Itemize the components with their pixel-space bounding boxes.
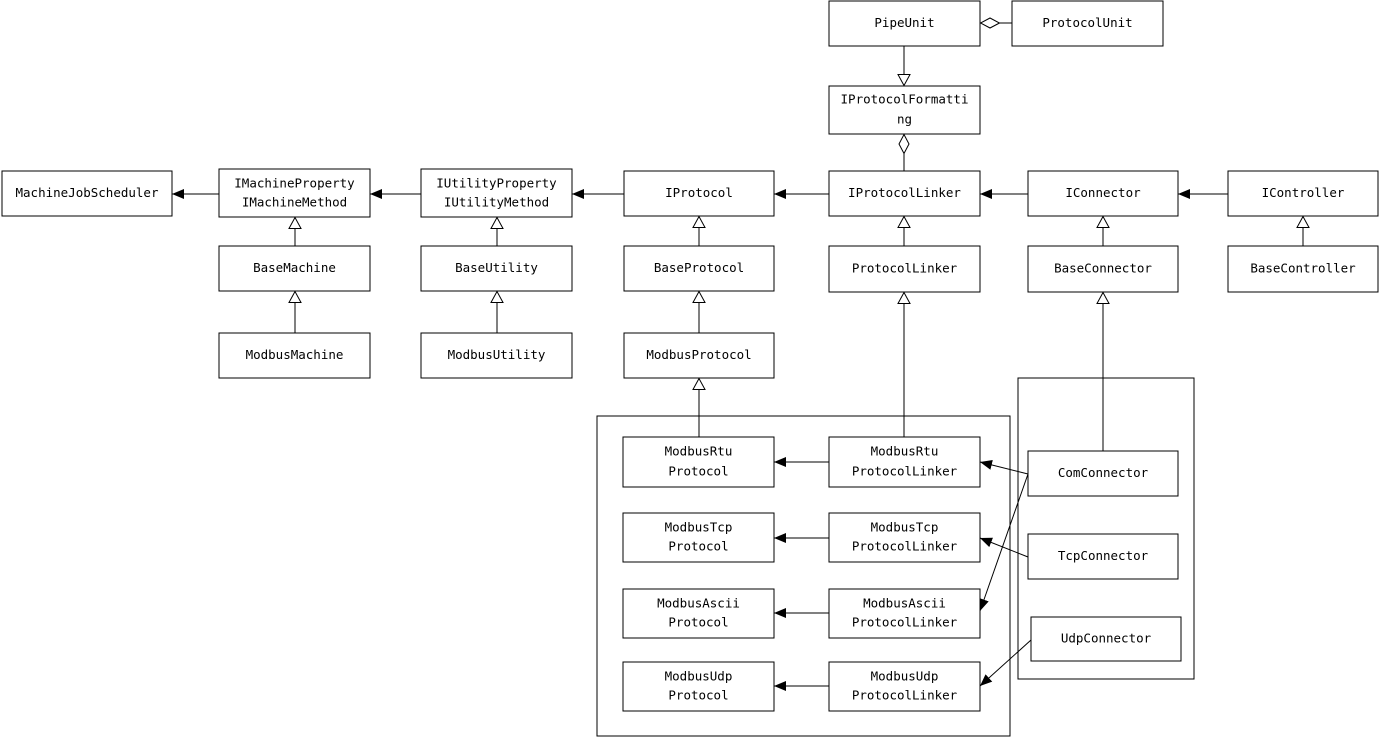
class-modbusasciiprotocol[interactable]: ModbusAscii Protocol — [622, 588, 775, 639]
class-label-line2: Protocol — [668, 688, 728, 703]
class-basecontroller[interactable]: BaseController — [1227, 245, 1379, 293]
class-label: BaseProtocol — [654, 260, 744, 275]
class-label: ProtocolLinker — [852, 261, 958, 276]
class-label-line2: ProtocolLinker — [852, 539, 958, 554]
class-label: BaseController — [1250, 261, 1356, 276]
class-label-line2: ProtocolLinker — [852, 464, 958, 479]
class-baseprotocol[interactable]: BaseProtocol — [623, 245, 775, 292]
class-modbusudpprotocol[interactable]: ModbusUdp Protocol — [622, 661, 775, 712]
class-protocolunit[interactable]: ProtocolUnit — [1011, 0, 1164, 47]
class-label: IProtocolLinker — [848, 185, 961, 200]
class-label-line2: Protocol — [668, 464, 728, 479]
class-comconnector[interactable]: ComConnector — [1027, 450, 1179, 497]
class-label-line2: ProtocolLinker — [852, 688, 958, 703]
class-label-line1: ModbusUdp — [665, 669, 733, 684]
class-label: BaseMachine — [253, 260, 336, 275]
class-label: IConnector — [1065, 185, 1141, 200]
class-protocollinker[interactable]: ProtocolLinker — [828, 245, 981, 293]
class-label: ModbusProtocol — [646, 347, 751, 362]
class-boxes: PipeUnit ProtocolUnit IProtocolFormatti … — [1, 0, 1379, 712]
class-iprotocolformatting[interactable]: IProtocolFormatti ng — [828, 85, 981, 135]
class-modbusudplinker[interactable]: ModbusUdp ProtocolLinker — [828, 661, 981, 712]
class-modbustcplinker[interactable]: ModbusTcp ProtocolLinker — [828, 512, 981, 563]
class-udpconnector[interactable]: UdpConnector — [1030, 616, 1182, 662]
class-modbusrtuprotocol[interactable]: ModbusRtu Protocol — [622, 436, 775, 488]
class-label-line1: ModbusRtu — [665, 444, 733, 459]
class-label: IController — [1262, 185, 1345, 200]
connector-implementations-group — [1017, 377, 1195, 680]
class-label: BaseUtility — [455, 260, 538, 275]
class-label-line1: ModbusTcp — [871, 520, 939, 535]
class-iutility[interactable]: IUtilityProperty IUtilityMethod — [420, 168, 573, 218]
edge-tcpconnector-modbustcplinker — [979, 537, 1029, 558]
class-label: ModbusUtility — [448, 347, 546, 362]
class-label: ModbusMachine — [246, 347, 344, 362]
edge-udpconnector-modbusudplinker — [979, 639, 1032, 687]
class-label-line1: IProtocolFormatti — [841, 92, 969, 107]
class-label-line2: Protocol — [668, 615, 728, 630]
class-modbusprotocol[interactable]: ModbusProtocol — [623, 332, 775, 379]
class-label-line2: ProtocolLinker — [852, 615, 958, 630]
class-basemachine[interactable]: BaseMachine — [218, 245, 371, 292]
class-tcpconnector[interactable]: TcpConnector — [1027, 533, 1179, 580]
class-modbusmachine[interactable]: ModbusMachine — [218, 332, 371, 379]
class-label-line2: Protocol — [668, 539, 728, 554]
class-label: ProtocolUnit — [1042, 15, 1132, 30]
class-imachine[interactable]: IMachineProperty IMachineMethod — [218, 168, 371, 218]
class-label-line2: IMachineMethod — [242, 195, 347, 210]
class-label-line1: ModbusAscii — [863, 596, 946, 611]
class-label-line2: IUtilityMethod — [444, 195, 549, 210]
class-label: ComConnector — [1058, 465, 1149, 480]
class-label: IProtocol — [665, 185, 733, 200]
class-label-line1: ModbusTcp — [665, 520, 733, 535]
class-label: UdpConnector — [1061, 631, 1152, 646]
class-label: PipeUnit — [874, 15, 934, 30]
class-baseutility[interactable]: BaseUtility — [420, 245, 573, 292]
class-pipeunit[interactable]: PipeUnit — [828, 0, 981, 47]
class-label: TcpConnector — [1058, 548, 1149, 563]
class-label: MachineJobScheduler — [16, 185, 159, 200]
edge-comconnector-modbusasciilinker — [979, 473, 1029, 612]
class-label-line1: IUtilityProperty — [436, 176, 557, 191]
edge-comconnector-modbusrtulinker — [979, 460, 1029, 475]
class-label-line1: ModbusRtu — [871, 444, 939, 459]
class-label-line1: ModbusUdp — [871, 669, 939, 684]
relations — [172, 23, 1303, 691]
class-label-line1: IMachineProperty — [234, 176, 355, 191]
class-icontroller[interactable]: IController — [1227, 170, 1379, 217]
class-iprotocollinker[interactable]: IProtocolLinker — [828, 170, 981, 217]
class-machinejobscheduler[interactable]: MachineJobScheduler — [1, 170, 173, 217]
modbus-implementations-group — [596, 415, 1011, 737]
class-baseconnector[interactable]: BaseConnector — [1027, 245, 1179, 293]
class-modbusutility[interactable]: ModbusUtility — [420, 332, 573, 379]
class-modbusasciilinker[interactable]: ModbusAscii ProtocolLinker — [828, 588, 981, 639]
class-label: BaseConnector — [1054, 261, 1152, 276]
class-iconnector[interactable]: IConnector — [1027, 170, 1179, 217]
class-modbustcpprotocol[interactable]: ModbusTcp Protocol — [622, 512, 775, 563]
class-label-line1: ModbusAscii — [657, 596, 740, 611]
class-iprotocol[interactable]: IProtocol — [623, 170, 775, 217]
class-modbusrtulinker[interactable]: ModbusRtu ProtocolLinker — [828, 436, 981, 488]
class-label-line2: ng — [897, 112, 912, 127]
